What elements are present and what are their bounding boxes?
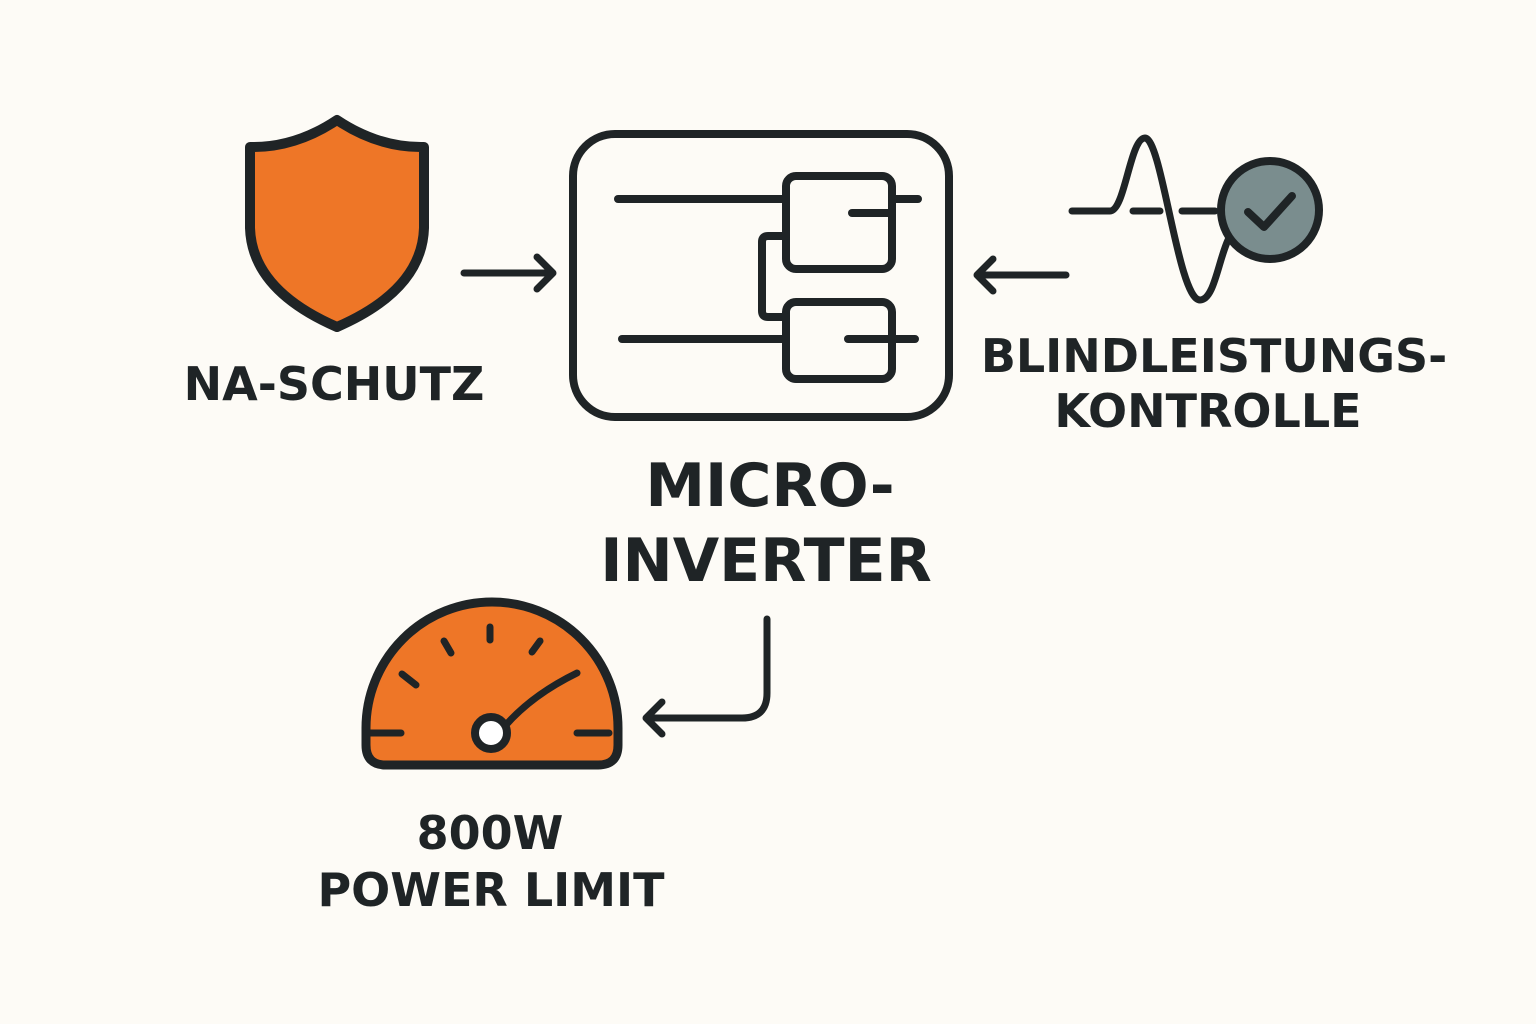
- shield-icon: [245, 115, 429, 332]
- blindleistung-label-line1: BLINDLEISTUNGS-: [981, 329, 1447, 383]
- arrow-reactive-to-inverter: [973, 255, 1070, 295]
- checkmark-icon: [1244, 192, 1296, 231]
- gauge-icon: [361, 597, 623, 770]
- na-schutz-label: NA-SCHUTZ: [184, 357, 485, 411]
- sine-wave-check-icon: [1068, 134, 1323, 304]
- sine-wave: [1068, 134, 1232, 304]
- gauge-pivot: [471, 713, 511, 753]
- inverter-housing: [569, 130, 953, 421]
- microinverter-label-line1: MICRO-: [645, 451, 894, 521]
- blindleistung-label-line2: KONTROLLE: [1054, 384, 1361, 438]
- arrow-inverter-to-gauge: [642, 615, 771, 738]
- check-badge: [1217, 157, 1323, 263]
- power-limit-label-line2: POWER LIMIT: [317, 863, 665, 917]
- microinverter-circuit-icon: [569, 130, 953, 421]
- power-limit-label-line1: 800W: [417, 806, 564, 860]
- gauge-needle: [501, 669, 581, 730]
- microinverter-label-line2: INVERTER: [600, 526, 932, 596]
- arrow-shield-to-inverter: [460, 253, 557, 293]
